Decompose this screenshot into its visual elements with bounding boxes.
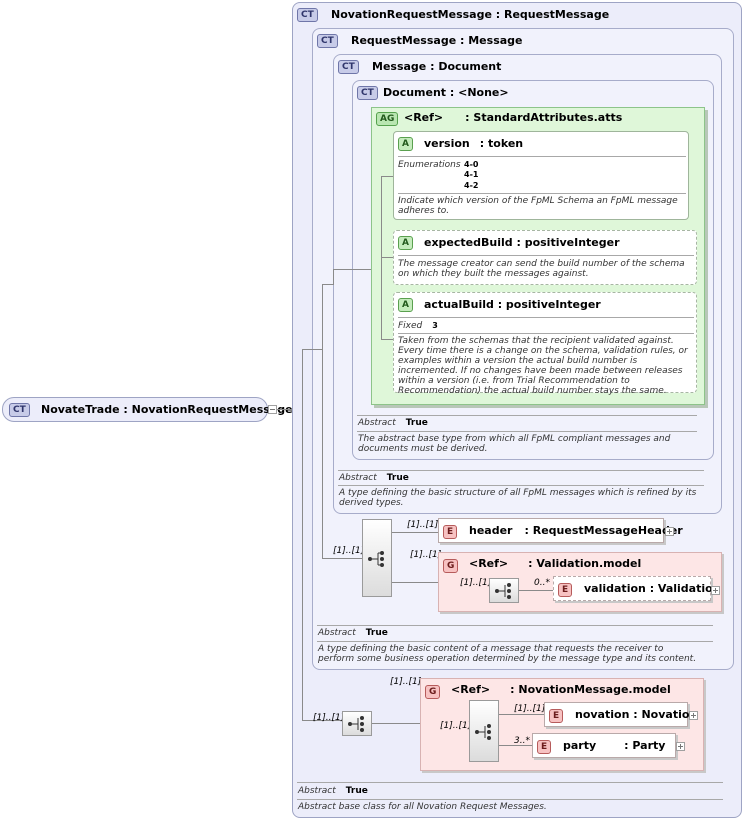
connector-line <box>499 745 532 746</box>
enum-value: 4-2 <box>464 181 479 190</box>
attribute-badge: A <box>398 236 413 250</box>
connector-line <box>322 284 323 350</box>
attribute-title: actualBuild : positiveInteger <box>424 298 601 311</box>
attribute-group-badge: AG <box>376 112 399 126</box>
connector-line <box>519 590 553 591</box>
ct-documentation: A type defining the basic content of a m… <box>318 644 697 664</box>
connector-line <box>381 176 393 177</box>
attribute-badge: A <box>398 298 413 312</box>
complex-type-badge: CT <box>338 60 359 74</box>
connector-line <box>381 339 393 340</box>
connector-line <box>322 349 323 559</box>
cardinality-label: 0..* <box>534 578 550 588</box>
connector-line <box>302 349 303 720</box>
cardinality-label: [1]..[1] <box>313 713 345 723</box>
ct-title: Document : <None> <box>383 86 509 99</box>
ct-documentation: The abstract base type from which all Fp… <box>358 434 671 454</box>
group-title: <Ref>: Validation.model <box>469 557 642 570</box>
root-element-title: NovateTrade : NovationRequestMessage <box>41 403 293 416</box>
sequence-compositor[interactable] <box>489 578 519 603</box>
enum-value: 4-0 <box>464 160 479 169</box>
attribute-title: version: token <box>424 137 524 150</box>
element-badge: E <box>537 740 552 754</box>
attribute-title: expectedBuild : positiveInteger <box>424 236 620 249</box>
element-novation[interactable]: E novation : Novation <box>544 702 697 727</box>
collapse-toggle[interactable] <box>268 405 277 414</box>
cardinality-label: [1]..[1] <box>460 578 492 588</box>
attribute-documentation: Taken from the schemas that the recipien… <box>398 336 688 396</box>
group-title: <Ref>: NovationMessage.model <box>451 683 671 696</box>
attribute-version[interactable]: A version: token Enumerations 4-0 4-1 4-… <box>393 131 689 220</box>
cardinality-label: [1]..[1] <box>390 677 422 687</box>
expand-toggle[interactable] <box>676 742 685 751</box>
ct-title: Message : Document <box>372 60 502 73</box>
cardinality-label: 3..* <box>514 736 530 746</box>
connector-line <box>333 269 371 270</box>
group-badge: G <box>425 685 441 699</box>
connector-line <box>381 257 393 258</box>
attribute-expected-build[interactable]: A expectedBuild : positiveInteger The me… <box>393 230 697 285</box>
element-validation[interactable]: E validation : Validation <box>553 576 721 601</box>
connector-line <box>372 723 420 724</box>
ct-documentation: Abstract base class for all Novation Req… <box>298 802 547 812</box>
enum-value: 4-1 <box>464 170 479 179</box>
connector-line <box>392 582 438 583</box>
sequence-icon <box>495 583 511 599</box>
element-badge: E <box>549 709 564 723</box>
connector-line <box>322 284 334 285</box>
element-title: novation : Novation <box>575 708 698 721</box>
element-badge: E <box>558 583 573 597</box>
attribute-group-title: <Ref>: StandardAttributes.atts <box>404 111 623 124</box>
connector-line <box>392 532 438 533</box>
root-complex-type[interactable]: CT NovateTrade : NovationRequestMessage <box>2 397 293 422</box>
sequence-icon <box>368 551 384 567</box>
sequence-icon <box>475 724 491 740</box>
expand-toggle[interactable] <box>711 586 720 595</box>
cardinality-label: [1]..[1] <box>440 721 472 731</box>
attribute-documentation: Indicate which version of the FpML Schem… <box>398 196 678 216</box>
element-party[interactable]: E party: Party <box>532 733 676 758</box>
ct-title: RequestMessage : Message <box>351 34 523 47</box>
connector-line <box>277 409 292 410</box>
enumerations-label: Enumerations <box>398 160 461 170</box>
complex-type-badge: CT <box>357 86 378 100</box>
connector-line <box>322 558 362 559</box>
connector-line <box>333 269 334 285</box>
group-badge: G <box>443 559 459 573</box>
connector-line <box>302 720 342 721</box>
ct-title: NovationRequestMessage : RequestMessage <box>331 8 610 21</box>
attribute-badge: A <box>398 137 413 151</box>
complex-type-badge: CT <box>297 8 318 22</box>
attribute-documentation: The message creator can send the build n… <box>398 259 685 279</box>
cardinality-label: [1]..[1] <box>333 546 365 556</box>
cardinality-label: [1]..[1] <box>514 704 546 714</box>
sequence-compositor[interactable] <box>362 519 392 597</box>
cardinality-label: [1]..[1] <box>407 520 439 530</box>
sequence-compositor[interactable] <box>342 711 372 736</box>
element-title: party: Party <box>563 739 666 752</box>
ct-documentation: A type defining the basic structure of a… <box>339 488 697 508</box>
element-title: header: RequestMessageHeader <box>469 524 683 537</box>
connector-line <box>302 349 322 350</box>
element-header[interactable]: E header: RequestMessageHeader <box>438 518 683 543</box>
sequence-icon <box>348 716 364 732</box>
element-title: validation : Validation <box>584 582 721 595</box>
complex-type-badge: CT <box>317 34 338 48</box>
connector-line <box>499 714 544 715</box>
sequence-compositor[interactable] <box>469 700 499 762</box>
complex-type-badge: CT <box>9 403 30 417</box>
expand-toggle[interactable] <box>665 527 674 536</box>
element-badge: E <box>443 525 458 539</box>
expand-toggle[interactable] <box>689 711 698 720</box>
cardinality-label: [1]..[1] <box>410 550 442 560</box>
